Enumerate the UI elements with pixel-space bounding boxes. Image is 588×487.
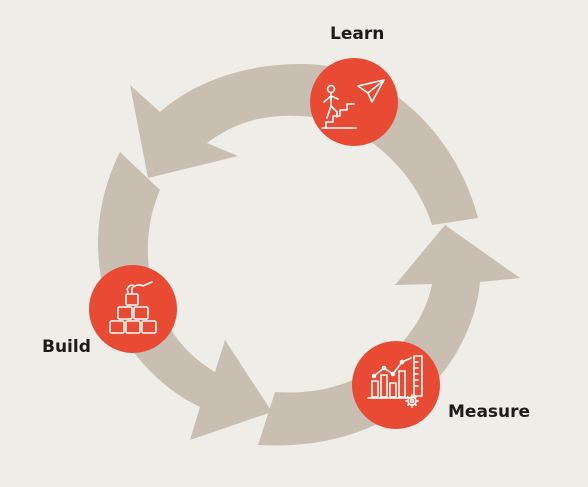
person-climbing-stairs-paper-plane-icon [321, 79, 385, 129]
stage-label-learn: Learn [330, 24, 385, 44]
cycle-arrow-measure-to-learn [258, 225, 520, 446]
stage-label-measure: Measure [448, 402, 531, 422]
stage-node-build [89, 265, 177, 353]
cycle-arrow-build-to-measure [98, 152, 273, 440]
stage-node-learn [310, 58, 398, 146]
stage-label-build: Build [42, 337, 91, 357]
cycle-arrow-learn-to-build [130, 63, 478, 225]
bar-chart-ruler-gear-icon [367, 355, 423, 408]
hand-stacking-blocks-icon [109, 281, 157, 334]
stage-node-measure [352, 341, 440, 429]
